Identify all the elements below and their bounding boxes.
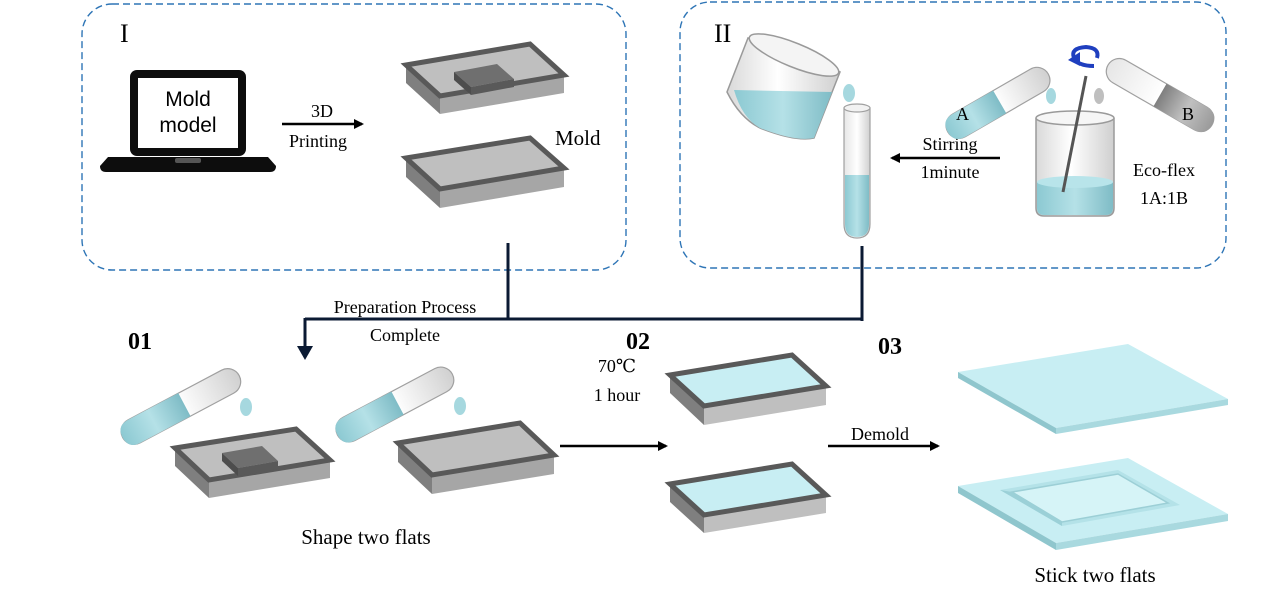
stirring-rod <box>1061 75 1088 193</box>
mixing-beaker <box>1035 110 1115 217</box>
step2-condition-2: 1 hour <box>594 385 641 405</box>
pour-drop <box>843 84 855 102</box>
screen-line-1: Mold <box>165 88 211 111</box>
pouring-beaker <box>726 33 841 140</box>
step1-drop-left <box>240 398 252 416</box>
step2-filled-mold-bottom <box>664 461 832 533</box>
step1-caption: Shape two flats <box>301 525 430 549</box>
tube-a-label: A <box>956 104 969 124</box>
flat-sheet <box>958 344 1228 434</box>
step1-tube-left <box>120 368 242 446</box>
print-arrow-line-2: Printing <box>289 131 347 151</box>
ecoflex-line-1: Eco-flex <box>1133 160 1195 180</box>
panel-one-border <box>81 3 627 271</box>
down-arrow <box>297 346 313 360</box>
vertical-test-tube <box>843 103 871 239</box>
tube-b <box>1105 57 1215 133</box>
print-arrow-line-1: 3D <box>311 101 333 121</box>
stirring-line-2: 1minute <box>921 162 980 182</box>
junction-line-1: Preparation Process <box>334 297 476 317</box>
panel-two-roman: II <box>714 19 731 48</box>
junction-line-2: Complete <box>370 325 440 345</box>
step-number-01: 01 <box>128 329 152 355</box>
demold-label: Demold <box>851 424 909 444</box>
step1-drop-right <box>454 397 466 415</box>
step1-mold-insert <box>169 426 336 498</box>
step2-filled-mold-top <box>664 352 832 425</box>
merge-connector <box>303 243 864 350</box>
mold-with-insert <box>400 41 570 114</box>
step-number-03: 03 <box>878 334 902 360</box>
ecoflex-line-2: 1A:1B <box>1140 188 1188 208</box>
panel-two-border <box>679 1 1227 269</box>
mold-label: Mold <box>555 126 601 150</box>
step3-caption: Stick two flats <box>1034 563 1155 587</box>
tube-a <box>945 66 1051 140</box>
step1-tube-right <box>335 366 455 443</box>
mold-plain <box>400 135 570 208</box>
step2-condition-1: 70℃ <box>598 356 636 376</box>
step-number-02: 02 <box>626 329 650 355</box>
drop-b <box>1094 88 1104 104</box>
drop-a <box>1046 88 1056 104</box>
panel-one-roman: I <box>120 19 129 48</box>
tube-b-label: B <box>1182 104 1194 124</box>
laptop-icon <box>100 70 276 172</box>
channel-sheet <box>958 458 1228 550</box>
rotation-arrow-icon <box>1068 44 1100 68</box>
stirring-line-1: Stirring <box>922 134 977 154</box>
screen-line-2: model <box>159 114 216 137</box>
step1-mold-plain <box>392 420 560 494</box>
